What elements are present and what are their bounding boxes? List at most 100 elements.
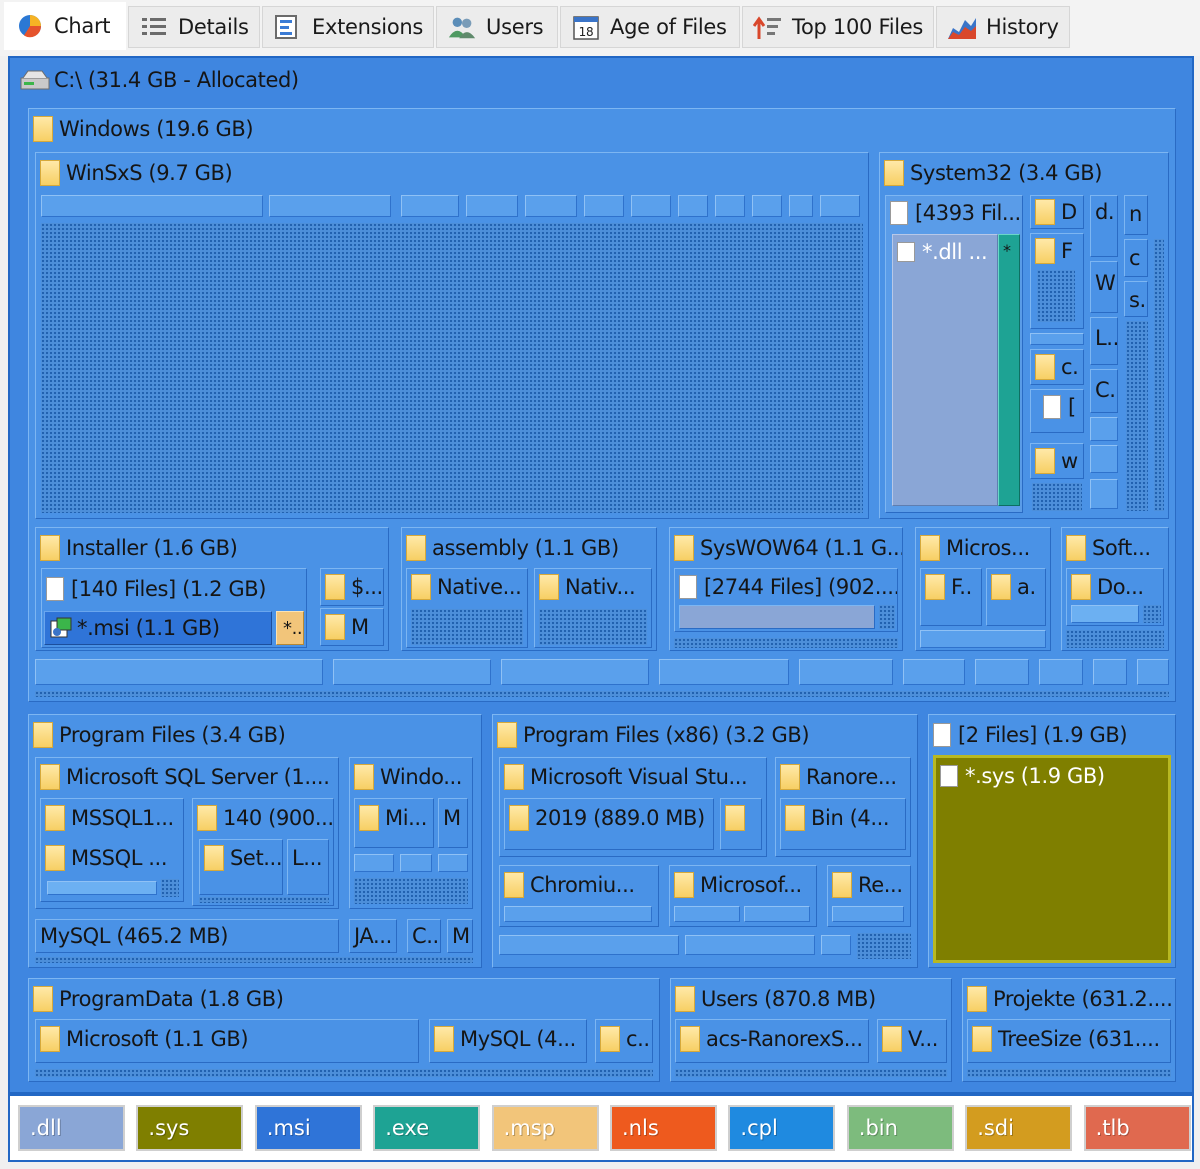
- node-sys-extension[interactable]: *.sys (1.9 GB): [933, 755, 1171, 963]
- subnode-bar[interactable]: [1137, 659, 1169, 685]
- node-syswow64-files[interactable]: [2744 Files] (902....: [674, 568, 898, 632]
- tab-chart[interactable]: Chart: [4, 2, 126, 50]
- tab-users[interactable]: Users: [436, 6, 558, 48]
- subnode-bar[interactable]: [504, 906, 652, 922]
- legend-item-bin[interactable]: .bin: [846, 1105, 954, 1151]
- dense-subnodes-pattern[interactable]: [1154, 239, 1164, 511]
- node-program-files[interactable]: Program Files (3.4 GB) Microsoft SQL Ser…: [28, 714, 482, 968]
- subnode-bar[interactable]: [715, 195, 745, 217]
- node-system32-bracket[interactable]: [: [1030, 389, 1084, 433]
- node-mi[interactable]: Mi...: [354, 798, 434, 848]
- subnode-bar[interactable]: [269, 195, 391, 217]
- dense-subnodes-pattern[interactable]: [675, 1069, 947, 1077]
- node-programdata[interactable]: ProgramData (1.8 GB) Microsoft (1.1 GB) …: [28, 978, 660, 1082]
- subnode-bar[interactable]: [354, 854, 394, 872]
- node-system32-d[interactable]: D: [1030, 195, 1084, 229]
- dense-subnodes-pattern[interactable]: [161, 879, 179, 897]
- dense-subnodes-pattern[interactable]: [1032, 483, 1082, 511]
- legend-item-dll[interactable]: .dll: [18, 1105, 125, 1151]
- node-bin[interactable]: Bin (4...: [780, 798, 906, 850]
- root-drive-label[interactable]: C:\ (31.4 GB - Allocated): [16, 60, 299, 100]
- subnode-bar[interactable]: [799, 659, 893, 685]
- node-two-files[interactable]: [2 Files] (1.9 GB) *.sys (1.9 GB): [928, 714, 1176, 968]
- subnode-bar[interactable]: [1090, 479, 1118, 509]
- tab-extensions[interactable]: Extensions: [262, 6, 434, 48]
- dense-subnodes-pattern[interactable]: [35, 957, 473, 963]
- subnode-bar[interactable]: [975, 659, 1029, 685]
- node-micros[interactable]: Micros... F.. a.: [915, 527, 1051, 651]
- node-soft[interactable]: Soft... Do...: [1061, 527, 1169, 651]
- tab-age-of-files[interactable]: 18 Age of Files: [560, 6, 740, 48]
- subnode-bar[interactable]: [466, 195, 518, 217]
- dense-subnodes-pattern[interactable]: [199, 897, 329, 903]
- node-system32-w2[interactable]: W: [1090, 261, 1118, 313]
- subnode-bar[interactable]: [821, 935, 851, 955]
- node-microsof[interactable]: Microsof...: [669, 865, 817, 927]
- node-ja[interactable]: JA...: [349, 919, 397, 953]
- node-system32-c3[interactable]: c: [1124, 239, 1148, 277]
- dense-subnodes-pattern[interactable]: [967, 1069, 1171, 1077]
- node-acs-ranorex[interactable]: acs-RanorexS...: [675, 1019, 869, 1063]
- node-system32[interactable]: System32 (3.4 GB) [4393 Fil... *.dll ...…: [879, 152, 1169, 519]
- node-2019[interactable]: 2019 (889.0 MB): [504, 798, 714, 850]
- node-mssql-group[interactable]: MSSQL1... MSSQL ...: [40, 798, 184, 902]
- node-m2[interactable]: M: [447, 919, 473, 953]
- subnode-bar[interactable]: [35, 659, 323, 685]
- subnode-bar[interactable]: [333, 659, 491, 685]
- subnode-bar[interactable]: [47, 881, 157, 895]
- node-system32-d2[interactable]: d.: [1090, 195, 1118, 257]
- node-system32-f[interactable]: F: [1030, 233, 1084, 329]
- node-re[interactable]: Re...: [827, 865, 911, 927]
- subnode-bar[interactable]: [400, 854, 432, 872]
- legend-item-sys[interactable]: .sys: [136, 1105, 244, 1151]
- node-assembly-native2[interactable]: Nativ...: [534, 568, 652, 648]
- node-system32-l[interactable]: L..: [1090, 317, 1118, 365]
- subnode-bar[interactable]: [659, 659, 789, 685]
- subnode-bar[interactable]: [1090, 445, 1118, 473]
- node-l[interactable]: L...: [287, 839, 329, 895]
- node-windo[interactable]: Windo... Mi... M: [349, 757, 473, 909]
- dense-subnodes-pattern[interactable]: [857, 933, 911, 959]
- node-installer-m[interactable]: M: [320, 608, 384, 646]
- dense-subnodes-pattern[interactable]: [35, 691, 1169, 697]
- node-vs-sub[interactable]: [720, 798, 762, 850]
- subnode-bar[interactable]: [674, 906, 740, 922]
- legend-item-msp[interactable]: .msp: [491, 1105, 599, 1151]
- node-msp-extension[interactable]: *..: [276, 611, 304, 645]
- node-system32-files[interactable]: [4393 Fil... *.dll ... *: [885, 195, 1023, 513]
- node-treesize[interactable]: TreeSize (631....: [967, 1019, 1171, 1063]
- dense-subnodes-pattern[interactable]: [539, 609, 647, 645]
- node-projekte[interactable]: Projekte (631.2.... TreeSize (631....: [962, 978, 1176, 1082]
- dense-subnodes-pattern[interactable]: [41, 223, 863, 513]
- node-sql-server[interactable]: Microsoft SQL Server (1.... MSSQL1... MS…: [35, 757, 339, 909]
- dense-subnodes-pattern[interactable]: [1143, 605, 1161, 623]
- subnode-bar[interactable]: [752, 195, 782, 217]
- node-system32-c[interactable]: c.: [1030, 349, 1084, 385]
- node-assembly-native1[interactable]: Native...: [406, 568, 528, 648]
- node-ranorex[interactable]: Ranore... Bin (4...: [775, 757, 911, 857]
- node-programdata-c[interactable]: c...: [595, 1019, 653, 1063]
- tab-history[interactable]: History: [936, 6, 1070, 48]
- node-programdata-microsoft[interactable]: Microsoft (1.1 GB): [35, 1019, 419, 1063]
- node-micros-a[interactable]: a.: [986, 568, 1046, 626]
- node-setup[interactable]: Set...: [199, 839, 283, 895]
- legend-item-nls[interactable]: .nls: [610, 1105, 717, 1151]
- dense-subnodes-pattern[interactable]: [1066, 630, 1164, 648]
- node-system32-c2[interactable]: C.: [1090, 369, 1118, 413]
- subnode-bar[interactable]: [1090, 417, 1118, 441]
- node-chromium[interactable]: Chromiu...: [499, 865, 659, 927]
- subnode-bar[interactable]: [685, 935, 815, 955]
- node-micros-f[interactable]: F..: [920, 568, 982, 626]
- legend-item-cpl[interactable]: .cpl: [728, 1105, 836, 1151]
- subnode-bar[interactable]: [438, 854, 468, 872]
- subnode-bar[interactable]: [820, 195, 860, 217]
- node-winsxs[interactable]: WinSxS (9.7 GB): [35, 152, 869, 519]
- subnode-bar[interactable]: [499, 935, 679, 955]
- subnode-bar[interactable]: [1071, 605, 1139, 623]
- dense-subnodes-pattern[interactable]: [411, 609, 523, 645]
- node-dll-extension[interactable]: *.dll ...: [892, 234, 998, 506]
- subnode-bar[interactable]: [501, 659, 649, 685]
- node-users[interactable]: Users (870.8 MB) acs-RanorexS... V...: [670, 978, 952, 1082]
- subnode-bar[interactable]: [903, 659, 965, 685]
- legend-item-sdi[interactable]: .sdi: [965, 1105, 1073, 1151]
